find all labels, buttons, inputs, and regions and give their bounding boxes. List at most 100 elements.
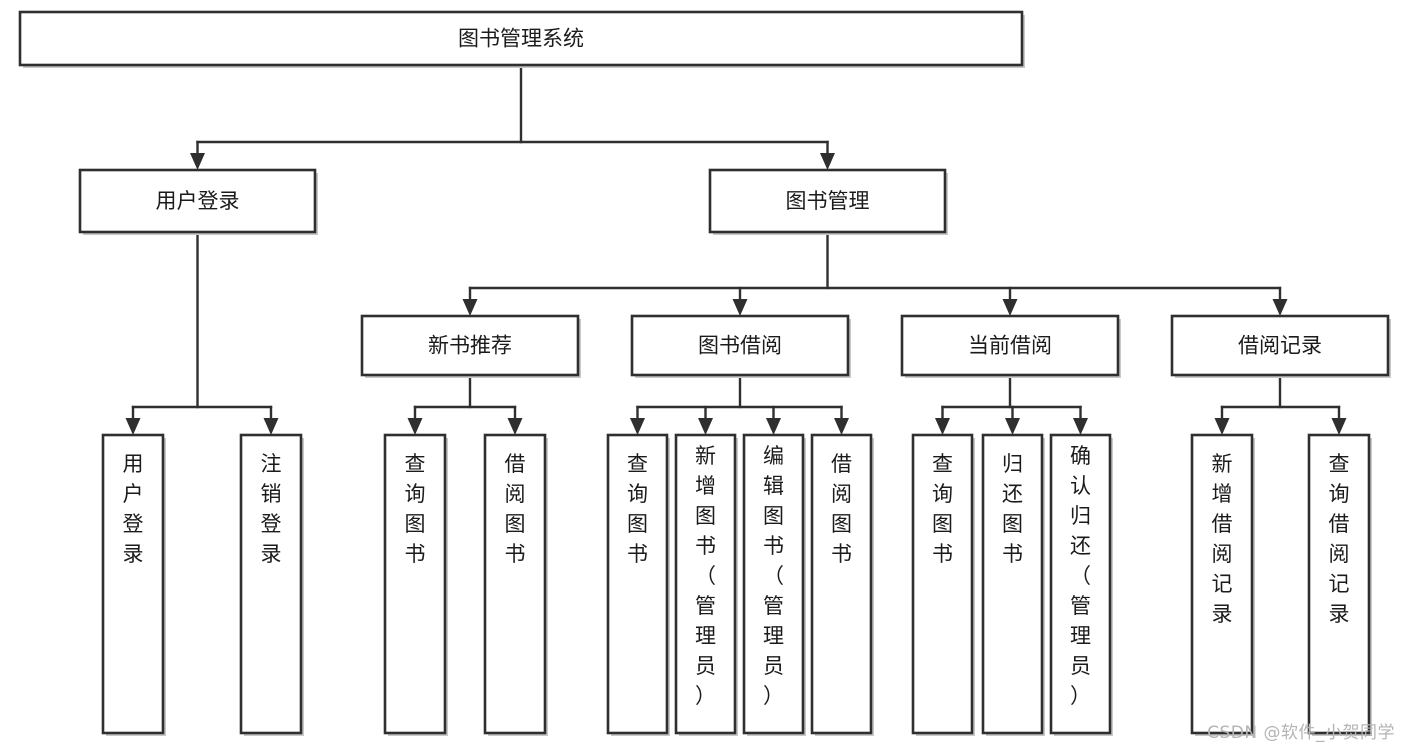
- node-rect[interactable]: [239, 433, 303, 735]
- edge-group-图书借阅: [636, 373, 843, 420]
- node-label-char: 员: [695, 654, 716, 678]
- node-rect[interactable]: [981, 433, 1044, 735]
- node-rect[interactable]: [606, 433, 669, 735]
- node-label-char: 记: [1329, 572, 1350, 596]
- node-label-char: 员: [1070, 654, 1091, 678]
- arrowhead-icon: [125, 418, 141, 435]
- node-l2-2[interactable]: 当前借阅: [900, 314, 1121, 378]
- edge-group-图书管理: [468, 230, 1282, 301]
- node-l1-0[interactable]: 用户登录: [78, 168, 318, 235]
- node-root-0[interactable]: 图书管理系统: [18, 10, 1025, 68]
- node-label-char: 登: [123, 512, 144, 536]
- node-label-char: 借: [1329, 512, 1350, 536]
- node-rect[interactable]: [360, 314, 580, 377]
- node-rect[interactable]: [742, 433, 805, 735]
- node-label-char: 注: [261, 452, 282, 476]
- node-rect[interactable]: [1307, 433, 1371, 735]
- node-label-char: 登: [261, 512, 282, 536]
- edge-group-借阅记录: [1220, 373, 1341, 420]
- node-label-char: 借: [831, 452, 852, 476]
- node-rect[interactable]: [674, 433, 737, 735]
- node-label-char: 书: [1002, 542, 1023, 566]
- node-label-char: 图: [627, 512, 648, 536]
- node-l2-1[interactable]: 图书借阅: [630, 314, 851, 378]
- node-label-char: 借: [1212, 512, 1233, 536]
- node-label-char: 员: [763, 654, 784, 678]
- arrowhead-icon: [263, 418, 279, 435]
- node-rect[interactable]: [1049, 433, 1112, 735]
- node-rect[interactable]: [900, 314, 1120, 377]
- node-rect[interactable]: [383, 433, 447, 735]
- arrowhead-icon: [507, 418, 523, 435]
- node-label-char: 阅: [505, 482, 526, 506]
- node-rect[interactable]: [630, 314, 850, 377]
- node-rect[interactable]: [911, 433, 974, 735]
- node-label: 用户登录: [156, 189, 240, 213]
- arrowhead-icon: [462, 299, 478, 316]
- node-label-char: 编: [763, 444, 784, 468]
- node-label-char: 户: [123, 482, 144, 506]
- arrowhead-icon: [1331, 418, 1347, 435]
- node-label: 图书借阅: [698, 334, 782, 358]
- arrowhead-icon: [1073, 418, 1088, 435]
- node-label-char: 认: [1070, 474, 1091, 498]
- arrowhead-icon: [1272, 299, 1288, 316]
- node-rect[interactable]: [18, 10, 1024, 67]
- node-label-char: 录: [123, 542, 144, 566]
- node-label-char: 图: [932, 512, 953, 536]
- node-rect[interactable]: [810, 433, 873, 735]
- node-label-char: 管: [763, 594, 784, 618]
- node-label-char: 阅: [1329, 542, 1350, 566]
- node-label-char: 归: [1070, 504, 1091, 528]
- edge-group-用户登录: [131, 230, 273, 420]
- node-label-char: 书: [831, 542, 852, 566]
- node-label-char: 用: [123, 452, 144, 476]
- node-label-char: 记: [1212, 572, 1233, 596]
- node-label-char: 查: [1329, 452, 1350, 476]
- nodes-layer: 图书管理系统用户登录图书管理新书推荐图书借阅当前借阅借阅记录用户登录注销登录查询…: [18, 10, 1391, 736]
- node-rect[interactable]: [483, 433, 547, 735]
- node-label-char: 归: [1002, 452, 1023, 476]
- node-label-char: （: [695, 564, 716, 588]
- node-label: 新书推荐: [428, 334, 512, 358]
- node-label-char: 查: [627, 452, 648, 476]
- node-label-char: 书: [627, 542, 648, 566]
- node-label: 借阅记录: [1238, 334, 1322, 358]
- arrowhead-icon: [732, 299, 748, 316]
- node-label-char: 还: [1070, 534, 1091, 558]
- node-label-char: 理: [695, 624, 716, 648]
- node-rect[interactable]: [1190, 433, 1254, 735]
- arrowhead-icon: [698, 418, 713, 435]
- arrowhead-icon: [766, 418, 781, 435]
- node-rect[interactable]: [101, 433, 165, 735]
- node-label-char: 阅: [831, 482, 852, 506]
- edge-group-root: [196, 63, 829, 155]
- node-label-char: 录: [1212, 602, 1233, 626]
- node-rect[interactable]: [78, 168, 317, 234]
- node-label-char: 询: [932, 482, 953, 506]
- node-leaf-0[interactable]: 用户登录: [101, 433, 166, 736]
- node-rect[interactable]: [1170, 314, 1390, 377]
- node-label-char: 确: [1070, 444, 1091, 468]
- node-l2-0[interactable]: 新书推荐: [360, 314, 581, 378]
- node-label-char: 理: [763, 624, 784, 648]
- node-rect[interactable]: [708, 168, 947, 234]
- node-l1-1[interactable]: 图书管理: [708, 168, 948, 235]
- node-label-char: 图: [695, 504, 716, 528]
- node-label-char: 查: [405, 452, 426, 476]
- node-label-char: （: [763, 564, 784, 588]
- node-l2-3[interactable]: 借阅记录: [1170, 314, 1391, 378]
